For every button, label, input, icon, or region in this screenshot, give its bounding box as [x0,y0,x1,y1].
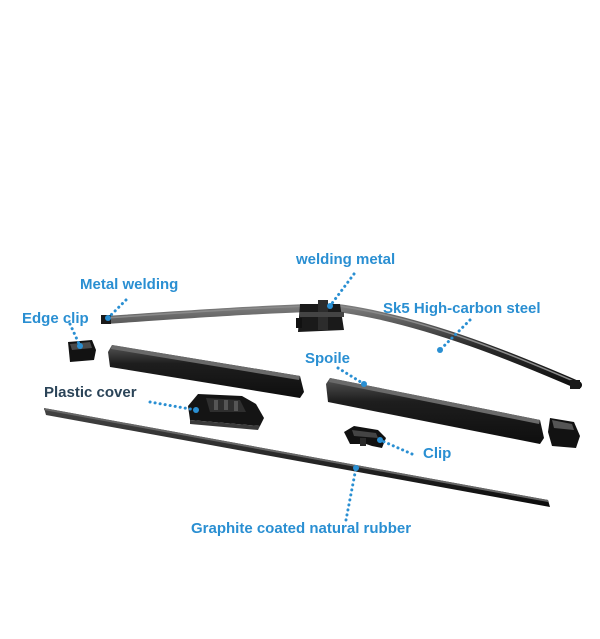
label-welding-metal: welding metal [296,251,396,268]
label-rubber: Graphite coated natural rubber [191,520,412,537]
spoiler-right [326,378,544,444]
clip [344,426,386,448]
leader-welding-metal [328,272,356,308]
label-edge-clip: Edge clip [22,310,89,327]
edge-clip-left [68,340,96,362]
label-clip: Clip [423,445,452,462]
spoiler-left [108,345,304,398]
edge-clip-right [548,418,580,448]
plastic-cover [188,394,264,430]
leader-metal-welding [106,298,128,320]
center-connector [296,300,344,332]
leader-sk5-steel [438,318,472,352]
leader-endpoints [77,303,443,471]
label-metal-welding: Metal welding [80,276,179,293]
leader-lines [68,272,472,522]
leader-rubber [344,466,358,522]
leader-edge-clip [68,322,82,348]
label-sk5-steel: Sk5 High-carbon steel [383,300,541,317]
label-spoile: Spoile [305,350,351,367]
leader-clip [378,438,414,456]
rubber-strip [44,408,550,507]
leader-spoile [336,366,366,386]
label-plastic-cover: Plastic cover [44,384,137,401]
